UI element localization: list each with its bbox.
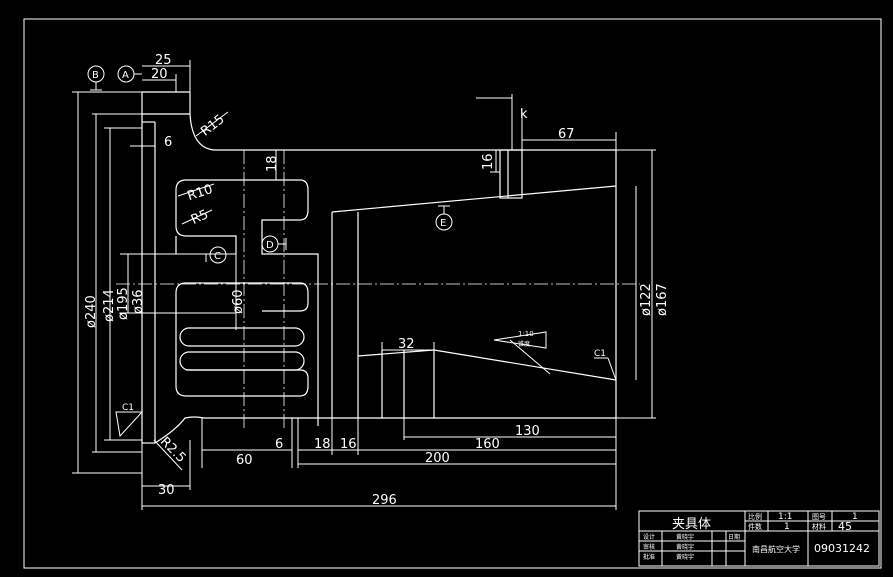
dim-18-bottom: 18 bbox=[314, 437, 331, 452]
dim-c1-right: C1 bbox=[594, 349, 606, 359]
dim-200: 200 bbox=[425, 451, 450, 466]
title-block bbox=[638, 510, 880, 567]
dim-d214: ø214 bbox=[102, 289, 117, 322]
dim-6-top: 6 bbox=[164, 135, 172, 150]
dim-d195: ø195 bbox=[116, 287, 131, 320]
dim-6-bottom: 6 bbox=[275, 437, 283, 452]
check-label: 审核 bbox=[643, 543, 655, 551]
scale-label: 比例 bbox=[748, 512, 762, 521]
dim-r10: R10 bbox=[186, 182, 215, 204]
dim-18-top: 18 bbox=[265, 155, 280, 172]
dim-c1-left: C1 bbox=[122, 403, 134, 413]
dim-60: 60 bbox=[236, 453, 253, 468]
dim-16-bottom: 16 bbox=[340, 437, 357, 452]
dim-25: 25 bbox=[155, 53, 172, 68]
chamfer-mark bbox=[115, 411, 144, 438]
drawing-number: 09031242 bbox=[814, 542, 870, 555]
dim-k: k bbox=[520, 107, 528, 122]
dim-r2-5: R2.5 bbox=[157, 434, 189, 466]
scale-value: 1:1 bbox=[778, 512, 792, 522]
count-label: 件数 bbox=[748, 522, 762, 531]
sheet-label: 图号 bbox=[812, 513, 826, 521]
sheet-value: 1 bbox=[852, 512, 858, 522]
dim-296: 296 bbox=[372, 493, 397, 508]
datum-e-label: E bbox=[440, 218, 446, 229]
dim-67: 67 bbox=[558, 127, 575, 142]
design-label: 设计 bbox=[643, 533, 655, 541]
material-label: 材料 bbox=[812, 522, 826, 531]
dim-30: 30 bbox=[158, 483, 175, 498]
dim-32: 32 bbox=[398, 337, 415, 352]
count-value: 1 bbox=[784, 522, 790, 532]
datum-b-label: B bbox=[92, 70, 99, 81]
part-name: 夹具体 bbox=[672, 517, 711, 532]
check-name: 黄晓宇 bbox=[676, 543, 694, 551]
taper-ratio: 1:10 bbox=[518, 330, 534, 338]
dimension-lines bbox=[72, 60, 656, 510]
dim-d122: ø122 bbox=[639, 283, 654, 316]
datum-a-label: A bbox=[122, 70, 129, 81]
dim-16-vert: 16 bbox=[481, 153, 496, 170]
school-name: 南昌航空大学 bbox=[752, 544, 800, 554]
part-outline bbox=[141, 91, 617, 444]
approve-label: 批准 bbox=[643, 553, 655, 561]
taper-label: 锥度 bbox=[518, 340, 530, 348]
material-value: 45 bbox=[838, 520, 852, 533]
dim-d167: ø167 bbox=[655, 283, 670, 316]
drawing-frame bbox=[23, 18, 882, 569]
dim-r5: R5 bbox=[189, 207, 211, 228]
approve-name: 黄晓宇 bbox=[676, 553, 694, 561]
date-label: 日期 bbox=[728, 533, 740, 541]
datum-c-label: C bbox=[214, 251, 221, 262]
dim-d36: ø36 bbox=[131, 290, 146, 315]
datum-symbols bbox=[87, 65, 453, 264]
design-name: 黄晓宇 bbox=[676, 533, 694, 541]
dim-20: 20 bbox=[151, 67, 168, 82]
dim-d60: ø60 bbox=[231, 290, 246, 315]
dim-d240: ø240 bbox=[84, 295, 99, 328]
centerlines bbox=[116, 150, 640, 430]
dim-130: 130 bbox=[515, 424, 540, 439]
dimension-text: 25 20 6 R15 18 R10 R5 ø240 ø214 ø195 ø36… bbox=[84, 53, 670, 508]
datum-d-label: D bbox=[266, 240, 274, 251]
dim-160: 160 bbox=[475, 437, 500, 452]
